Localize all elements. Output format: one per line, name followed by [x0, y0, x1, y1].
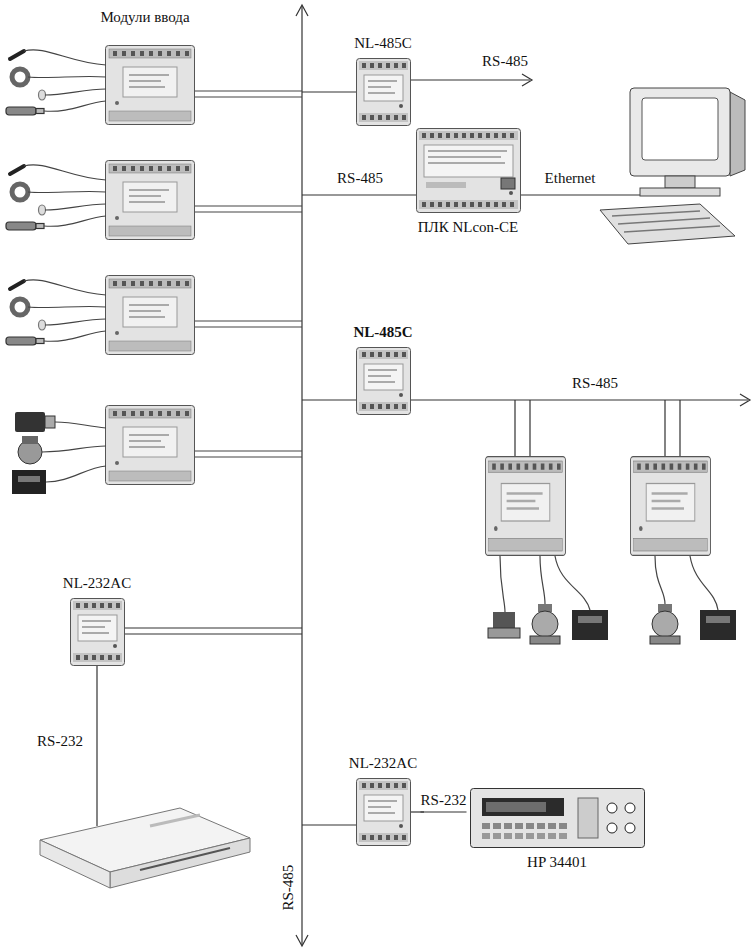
device-label: HP 34401	[467, 854, 648, 871]
signal-label: Модули ввода	[98, 9, 191, 26]
signal-label: RS-485	[335, 170, 385, 187]
device-node: NL-232AC	[346, 755, 421, 847]
device-label: NL-485C	[350, 324, 416, 341]
device-label: NL-232AC	[346, 755, 421, 772]
converter-symbol	[356, 58, 411, 126]
signal-label: Ethernet	[543, 170, 598, 187]
signal-label: RS-232	[35, 733, 85, 750]
converter-symbol	[70, 598, 125, 666]
device-node: NL-232AC	[60, 575, 135, 667]
plc-symbol	[416, 128, 521, 213]
device-node: NL-485C	[350, 324, 416, 416]
signal-label: RS-485	[480, 53, 530, 70]
bus-label: RS-485	[280, 863, 297, 913]
device-node: HP 34401	[467, 788, 648, 872]
converter-symbol	[356, 347, 411, 415]
multimeter-symbol	[470, 788, 645, 848]
device-label: NL-232AC	[60, 575, 135, 592]
signal-label: RS-485	[570, 375, 620, 392]
device-label: NL-485C	[351, 35, 415, 52]
converter-symbol	[356, 778, 411, 846]
device-node: ПЛК NLcon-CE	[413, 128, 524, 237]
connector-label: RS-232	[419, 792, 469, 809]
device-label: ПЛК NLcon-CE	[413, 219, 524, 236]
device-node: NL-485C	[351, 35, 415, 127]
connector-line	[421, 811, 467, 812]
